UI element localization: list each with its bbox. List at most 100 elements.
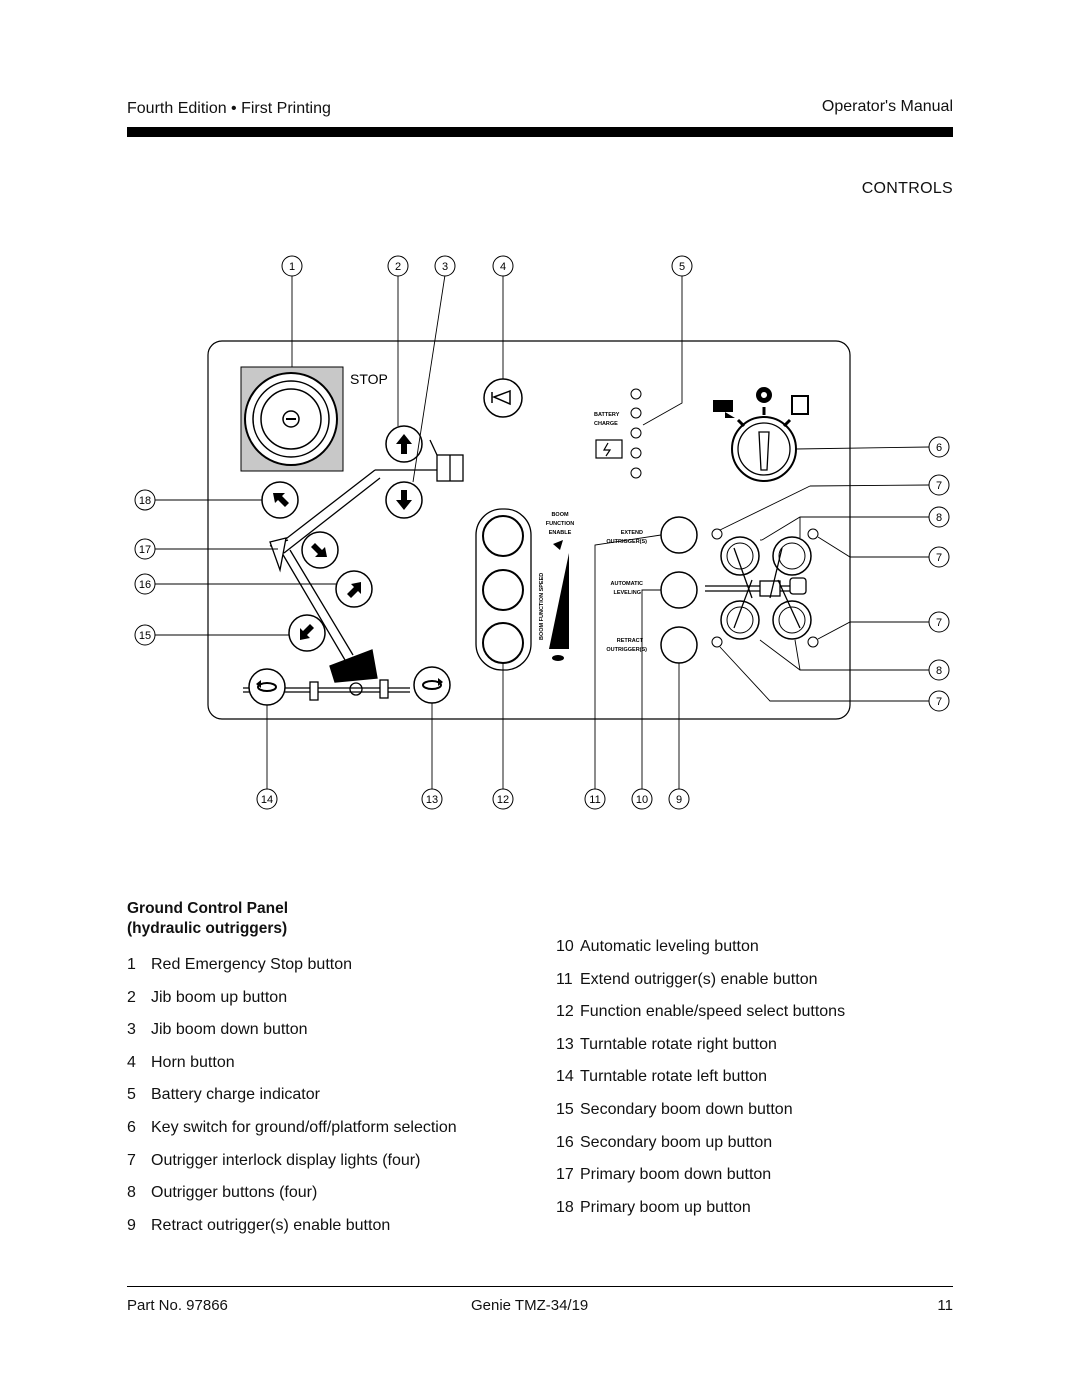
callout-7a: 7 [928,474,950,496]
battery-label-1: BATTERY [594,412,620,418]
footer-part-number: Part No. 97866 [127,1297,228,1314]
svg-text:8: 8 [936,665,942,677]
callout-15: 15 [134,624,156,646]
extend-label-2: OUTRIGGER(S) [606,539,647,545]
callout-7c: 7 [928,611,950,633]
primary-boom-up-button [261,481,299,519]
figure-caption: Ground Control Panel (hydraulic outrigge… [127,899,288,939]
callout-16: 16 [134,573,156,595]
svg-text:10: 10 [636,794,648,806]
header-manual-title: Operator's Manual [821,98,953,115]
retract-label-1: RETRACT [617,638,644,644]
svg-text:7: 7 [936,696,942,708]
speed-wedge [549,553,569,649]
section-title: CONTROLS [861,180,953,197]
svg-text:6: 6 [936,442,942,454]
secondary-boom-down-button [288,614,326,652]
jib-up-button [385,425,423,463]
turntable-rotate-left-button [248,668,286,706]
svg-text:14: 14 [261,794,273,806]
panel-outline [207,340,851,720]
auto-level-label-2: LEVELING [613,590,641,596]
header-edition: Fourth Edition • First Printing [127,100,331,117]
callout-11: 11 [584,788,606,810]
rabbit-icon [553,540,563,550]
caption-line-2: (hydraulic outriggers) [127,920,288,937]
outrigger-machine-icon [705,547,807,629]
function-enable-buttons [475,508,532,671]
callout-3: 3 [434,255,456,277]
leader-lines [155,274,930,789]
svg-text:7: 7 [936,552,942,564]
svg-text:13: 13 [426,794,438,806]
boom-illustration [269,439,464,696]
callout-18: 18 [134,489,156,511]
svg-text:16: 16 [139,579,151,591]
outrigger-interlock-lights [711,528,819,648]
footer-model: Genie TMZ-34/19 [471,1297,589,1314]
turtle-icon [552,655,564,661]
svg-text:11: 11 [589,794,600,806]
boom-enable-label-1: BOOM [551,512,569,518]
callout-10: 10 [631,788,653,810]
callout-6: 6 [928,436,950,458]
callout-12: 12 [492,788,514,810]
callout-7d: 7 [928,690,950,712]
callout-14: 14 [256,788,278,810]
outrigger-buttons [720,536,812,640]
automatic-leveling-button [660,571,698,609]
callout-2: 2 [387,255,409,277]
svg-text:15: 15 [139,630,151,642]
callout-9: 9 [668,788,690,810]
battery-charge-lights [630,388,642,479]
horn-button [483,378,523,418]
callout-markers: 1 2 3 4 5 6 7 8 7 7 8 7 9 10 11 12 13 14… [134,255,950,810]
ground-control-panel-diagram: STOP [134,255,950,810]
boom-enable-label-3: ENABLE [549,530,572,536]
svg-text:17: 17 [139,544,151,556]
turntable-rotate-right-button [413,666,451,704]
callout-1: 1 [281,255,303,277]
retract-outriggers-button [660,626,698,664]
callout-17: 17 [134,538,156,560]
svg-text:2: 2 [395,261,401,273]
svg-text:5: 5 [679,261,685,273]
svg-text:8: 8 [936,512,942,524]
callout-8a: 8 [928,506,950,528]
auto-level-label-1: AUTOMATIC [611,581,644,587]
retract-label-2: OUTRIGGER(S) [606,647,647,653]
key-switch [713,387,809,482]
extend-outriggers-button [660,516,698,554]
speed-label: BOOM FUNCTION SPEED [539,573,545,640]
emergency-stop-button [240,366,344,472]
stop-label: STOP [350,371,388,387]
svg-text:3: 3 [442,261,448,273]
caption-line-1: Ground Control Panel [127,900,289,917]
svg-text:7: 7 [936,617,942,629]
footer-rule [127,1286,953,1287]
svg-text:7: 7 [936,480,942,492]
battery-label-2: CHARGE [594,421,618,427]
svg-text:1: 1 [289,261,295,273]
boom-enable-label-2: FUNCTION [546,521,574,527]
jib-down-button [385,481,423,519]
